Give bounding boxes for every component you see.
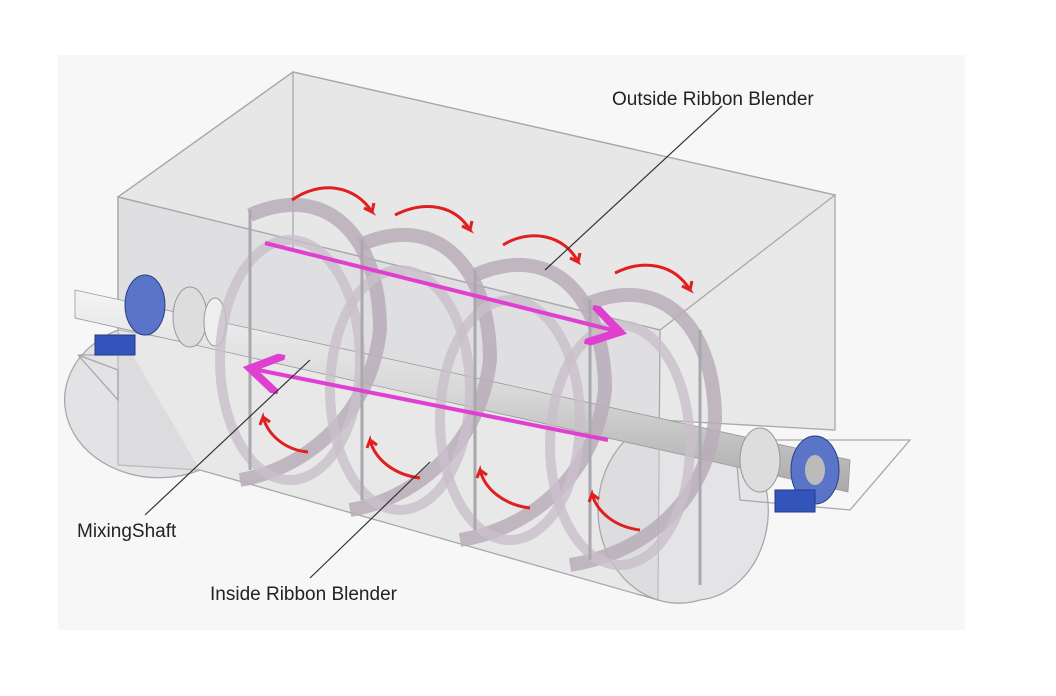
outside-ribbon-label: Outside Ribbon Blender (612, 89, 814, 110)
inside-ribbon-leader (309, 461, 431, 579)
outside-ribbon (238, 197, 723, 572)
inside-ribbon-label: Inside Ribbon Blender (210, 584, 398, 605)
right-bearing (774, 435, 840, 513)
axial-arrow-forward (264, 241, 612, 330)
outside-ribbon-leader (544, 105, 723, 271)
mixing-shaft-label: MixingShaft (77, 521, 177, 542)
mixing-shaft-leader (144, 359, 311, 516)
axial-flow-arrows (258, 241, 612, 442)
left-bearing (94, 274, 166, 356)
axial-arrow-backward (258, 370, 609, 442)
mixing-shaft (74, 286, 851, 493)
circulation-arrows (258, 186, 694, 532)
